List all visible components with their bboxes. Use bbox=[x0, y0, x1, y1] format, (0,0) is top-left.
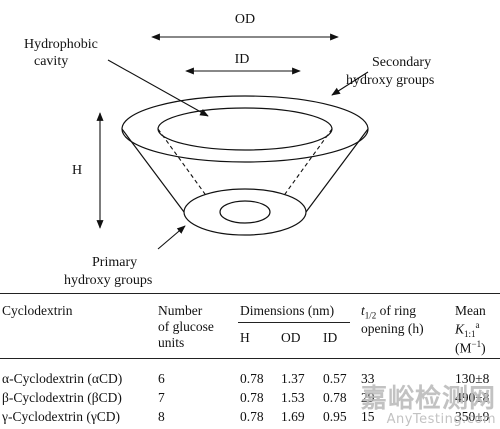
header-cyclodextrin: Cyclodextrin bbox=[2, 303, 73, 318]
primary-label-line2: hydroxy groups bbox=[64, 273, 152, 288]
row-units: 6 bbox=[158, 371, 165, 386]
row-od: 1.37 bbox=[281, 371, 305, 386]
od-label: OD bbox=[235, 12, 255, 27]
secondary-label-line2: hydroxy groups bbox=[346, 73, 434, 88]
row-k: 490±8 bbox=[455, 390, 490, 405]
k-unit-superscript: −1 bbox=[471, 339, 482, 349]
row-id: 0.57 bbox=[323, 371, 347, 386]
watermark-english: AnyTesting.com bbox=[386, 412, 496, 427]
k-unit-close: ) bbox=[481, 340, 486, 356]
row-name: γ-Cyclodextrin (γCD) bbox=[2, 409, 121, 424]
watermark: 嘉峪检测网 AnyTesting.com bbox=[361, 385, 496, 427]
row-units: 7 bbox=[158, 390, 165, 405]
row-name: β-Cyclodextrin (βCD) bbox=[2, 390, 122, 405]
hydrophobic-label-line1: Hydrophobic bbox=[24, 37, 98, 52]
primary-label-line1: Primary bbox=[92, 255, 137, 270]
half-life-subscript: 1/2 bbox=[364, 310, 377, 321]
row-h: 0.78 bbox=[240, 390, 264, 405]
row-half-life: 15 bbox=[361, 409, 375, 424]
k-superscript: a bbox=[475, 320, 480, 330]
row-half-life: 29 bbox=[361, 390, 375, 405]
k-symbol: K bbox=[455, 321, 465, 337]
header-half-life-line2: opening (h) bbox=[361, 321, 424, 336]
h-label: H bbox=[72, 163, 82, 178]
header-k: K1:1a bbox=[455, 318, 480, 342]
hydrophobic-label-line2: cavity bbox=[34, 54, 68, 69]
header-number-line3: units bbox=[158, 335, 185, 350]
header-h: H bbox=[240, 330, 250, 345]
row-k: 350±9 bbox=[455, 409, 490, 424]
dimensions-rule bbox=[238, 322, 350, 323]
header-k-unit: (M−1) bbox=[455, 337, 486, 356]
row-od: 1.53 bbox=[281, 390, 305, 405]
id-label: ID bbox=[235, 52, 250, 67]
row-units: 8 bbox=[158, 409, 165, 424]
cyclodextrin-cone-diagram: OD ID H Hydrophobic cavity Secondary hyd… bbox=[24, 12, 434, 288]
primary-pointer-arrow bbox=[157, 225, 186, 250]
inner-rim-ellipse bbox=[157, 107, 333, 151]
header-od: OD bbox=[281, 330, 301, 345]
table-header-rule bbox=[0, 358, 500, 359]
hydrophobic-pointer-arrow bbox=[107, 59, 209, 117]
k-unit-open: (M bbox=[455, 340, 472, 356]
secondary-pointer-arrow bbox=[331, 71, 369, 96]
row-id: 0.78 bbox=[323, 390, 347, 405]
bottom-inner-ellipse bbox=[219, 200, 271, 224]
row-half-life: 33 bbox=[361, 371, 375, 386]
outer-rim-ellipse bbox=[121, 95, 369, 163]
row-od: 1.69 bbox=[281, 409, 305, 424]
header-half-life: t1/2 of ring bbox=[361, 303, 416, 324]
row-h: 0.78 bbox=[240, 371, 264, 386]
table-row: α-Cyclodextrin (αCD) 6 0.78 1.37 0.57 33… bbox=[0, 371, 500, 387]
row-id: 0.95 bbox=[323, 409, 347, 424]
cone-side-right bbox=[305, 128, 369, 213]
watermark-chinese: 嘉峪检测网 bbox=[360, 384, 496, 414]
table-row: γ-Cyclodextrin (γCD) 8 0.78 1.69 0.95 15… bbox=[0, 409, 500, 425]
k-subscript: 1:1 bbox=[464, 329, 476, 340]
header-number-line1: Number bbox=[158, 303, 203, 318]
half-life-symbol: t bbox=[361, 303, 365, 318]
header-mean: Mean bbox=[455, 303, 486, 318]
row-h: 0.78 bbox=[240, 409, 264, 424]
header-id: ID bbox=[323, 330, 338, 345]
table-top-rule bbox=[0, 293, 500, 294]
secondary-label-line1: Secondary bbox=[372, 55, 431, 70]
row-k: 130±8 bbox=[455, 371, 490, 386]
header-number-line2: of glucose bbox=[158, 319, 214, 334]
row-name: α-Cyclodextrin (αCD) bbox=[2, 371, 123, 386]
table-row: β-Cyclodextrin (βCD) 7 0.78 1.53 0.78 29… bbox=[0, 390, 500, 406]
cone-side-left bbox=[121, 128, 185, 213]
half-life-text: of ring bbox=[376, 303, 417, 318]
header-dimensions: Dimensions (nm) bbox=[240, 303, 335, 318]
